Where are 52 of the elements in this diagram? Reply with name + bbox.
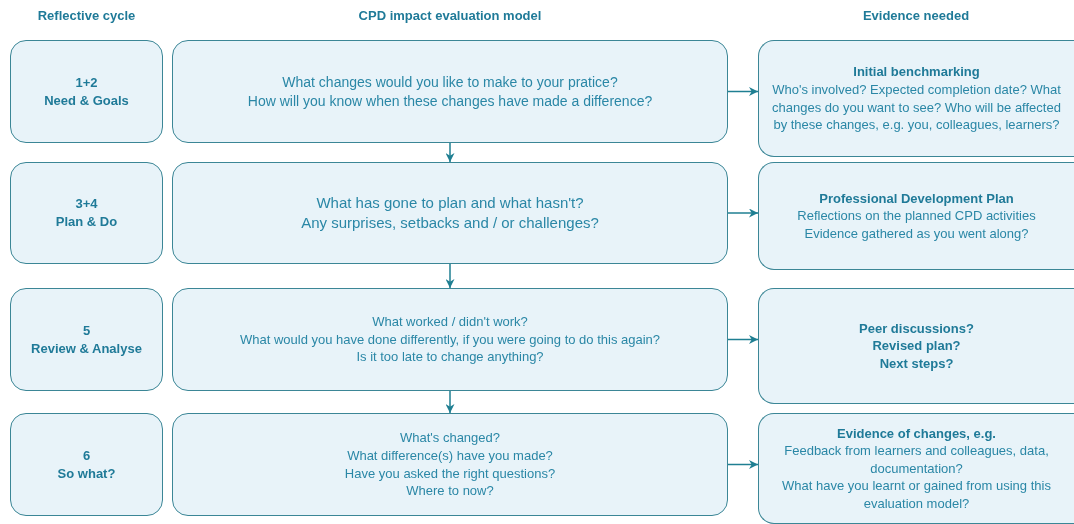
box-text: Who's involved? Expected completion date? What changes do you want to see? Who will be affected by these changes, e.g. you, colleagues, learners? bbox=[771, 80, 1062, 134]
arrow bbox=[727, 208, 759, 218]
arrow bbox=[727, 335, 759, 344]
box-text: What changes would you like to make to your pratice? bbox=[282, 72, 618, 92]
box-text: Evidence gathered as you went along? bbox=[804, 224, 1029, 243]
box-text: Is it too late to change anything? bbox=[356, 348, 544, 366]
column-header: Reflective cycle bbox=[36, 8, 137, 23]
box-text: Feedback from learners and colleagues, data, documentation? bbox=[783, 442, 1050, 478]
rounded-box bbox=[758, 413, 1074, 524]
box-text: Reflections on the planned CPD activities bbox=[797, 207, 1036, 225]
box-heading: 6 bbox=[82, 446, 91, 465]
box-heading: Need & Goals bbox=[44, 91, 129, 110]
box-text: What worked / didn't work? bbox=[372, 313, 528, 331]
box-text: What has gone to plan and what hasn't? bbox=[316, 192, 584, 213]
box-heading: Review & Analyse bbox=[31, 339, 142, 358]
box-heading: So what? bbox=[57, 464, 116, 483]
rounded-box bbox=[758, 288, 1074, 404]
box-heading: Next steps? bbox=[879, 354, 954, 373]
rounded-box bbox=[758, 162, 1074, 270]
rounded-box bbox=[172, 40, 728, 143]
box-heading: 1+2 bbox=[75, 73, 98, 92]
box-text: What have you learnt or gained from using this evaluation model? bbox=[781, 477, 1052, 513]
column-header: CPD impact evaluation model bbox=[357, 8, 543, 23]
rounded-box bbox=[10, 40, 163, 143]
rounded-box bbox=[10, 413, 163, 516]
box-heading: Evidence of changes, e.g. bbox=[837, 424, 996, 443]
box-heading: Initial benchmarking bbox=[853, 63, 980, 81]
rounded-box bbox=[10, 162, 163, 264]
box-text: What difference(s) have you made? bbox=[347, 446, 553, 465]
box-heading: 3+4 bbox=[75, 195, 98, 213]
box-text: How will you know when these changes have made a difference? bbox=[247, 91, 653, 111]
rounded-box bbox=[10, 288, 163, 391]
arrow bbox=[445, 390, 455, 414]
box-text: Have you asked the right questions? bbox=[344, 464, 556, 483]
box-text: What would you have done differently, if you were going to do this again? bbox=[239, 330, 661, 349]
rounded-box bbox=[758, 40, 1074, 157]
box-heading: Revised plan? bbox=[872, 337, 961, 355]
arrow bbox=[727, 460, 759, 469]
box-heading: Plan & Do bbox=[55, 213, 118, 231]
box-heading: Professional Development Plan bbox=[819, 189, 1014, 208]
box-heading: Peer discussions? bbox=[859, 319, 974, 338]
box-text: Any surprises, setbacks and / or challenges? bbox=[301, 213, 599, 233]
box-text: Where to now? bbox=[406, 482, 494, 500]
column-header: Evidence needed bbox=[861, 8, 971, 23]
box-heading: 5 bbox=[82, 321, 91, 340]
rounded-box bbox=[172, 413, 728, 516]
arrow bbox=[727, 87, 759, 96]
arrow bbox=[445, 263, 455, 289]
rounded-box bbox=[172, 162, 728, 264]
box-text: What's changed? bbox=[399, 429, 500, 447]
rounded-box bbox=[172, 288, 728, 391]
arrow bbox=[445, 142, 455, 163]
